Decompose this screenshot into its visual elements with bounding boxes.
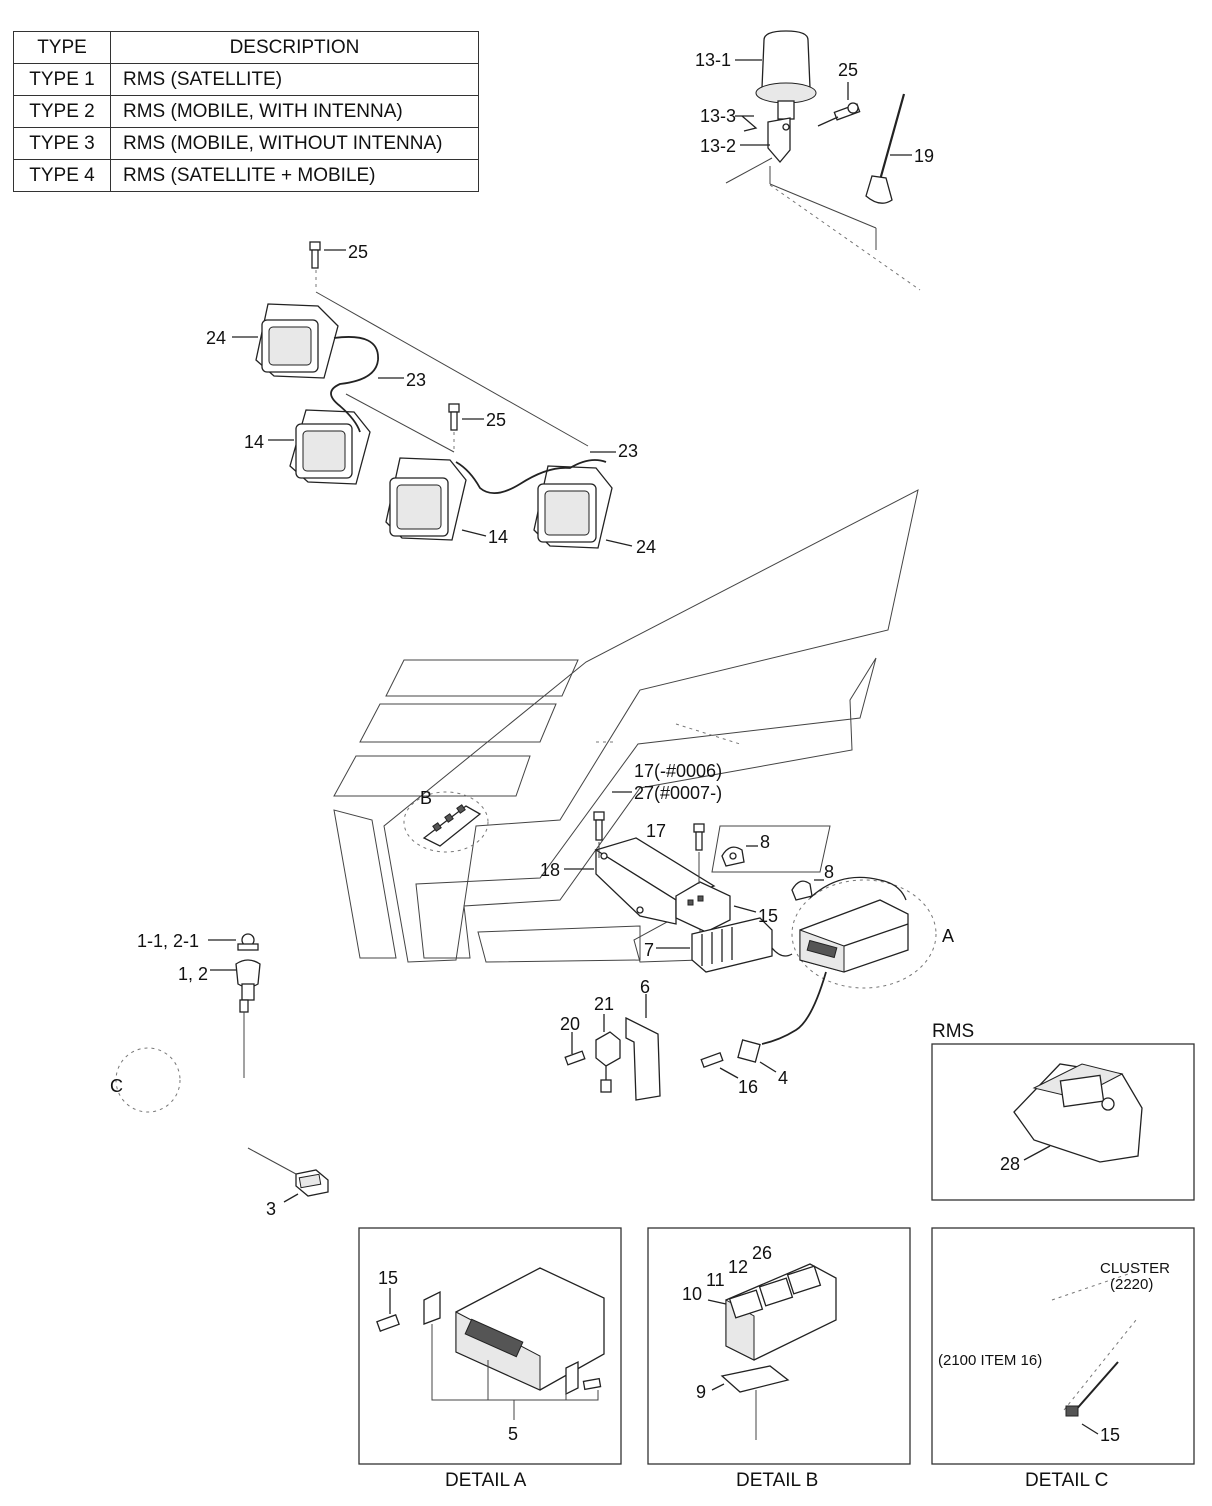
detail-b-callout-26: 26	[752, 1243, 772, 1263]
relay-21-bracket-6	[564, 994, 661, 1101]
callout-24-bottom: 24	[636, 537, 656, 557]
table-row: TYPE 4 RMS (SATELLITE + MOBILE)	[13, 159, 479, 192]
callout-b: B	[420, 788, 432, 808]
callout-20: 20	[560, 1014, 580, 1034]
callout-19: 19	[914, 146, 934, 166]
detail-b-panel	[647, 1227, 911, 1465]
table-row: TYPE 1 RMS (SATELLITE)	[13, 63, 479, 96]
callout-7: 7	[644, 940, 654, 960]
callout-8-right: 8	[824, 862, 834, 882]
callout-c: C	[110, 1076, 123, 1096]
detail-b-callout-11: 11	[706, 1270, 725, 1290]
callout-13-2: 13-2	[700, 136, 736, 156]
callout-25-mid: 25	[486, 410, 506, 430]
description-cell: RMS (MOBILE, WITH INTENNA)	[110, 95, 479, 128]
work-lamp-24-right	[533, 465, 633, 549]
type-table: TYPE DESCRIPTION TYPE 1 RMS (SATELLITE) …	[13, 31, 479, 192]
callout-1-1-2-1: 1-1, 2-1	[137, 931, 199, 951]
callout-15: 15	[758, 906, 778, 926]
detail-c-panel	[931, 1227, 1195, 1465]
table-row: TYPE 2 RMS (MOBILE, WITH INTENNA)	[13, 95, 479, 128]
callout-6: 6	[640, 977, 650, 997]
rms-panel-title: RMS	[932, 1021, 974, 1042]
callout-18: 18	[540, 860, 560, 880]
callout-14-left: 14	[244, 432, 264, 452]
detail-b-callout-12: 12	[728, 1257, 748, 1277]
callout-23-top: 23	[406, 370, 426, 390]
callout-24-top: 24	[206, 328, 226, 348]
detail-b-caption: DETAIL B	[736, 1470, 818, 1491]
callout-13-3: 13-3	[700, 106, 736, 126]
callout-28: 28	[1000, 1154, 1020, 1174]
antenna-bolt	[817, 82, 861, 127]
detail-c-marker	[115, 1047, 181, 1113]
bolts-17-27	[593, 791, 705, 884]
detail-b-callout-9: 9	[696, 1382, 706, 1402]
detail-a-callout-5: 5	[508, 1424, 518, 1444]
callout-27-note: 27(#0007-)	[634, 783, 722, 803]
rms-panel	[931, 1043, 1195, 1201]
cable-4	[700, 971, 827, 1079]
callout-16: 16	[738, 1077, 758, 1097]
antenna	[865, 93, 912, 204]
description-cell: RMS (SATELLITE)	[110, 63, 479, 96]
type-cell: TYPE 3	[13, 127, 111, 160]
header-type: TYPE	[13, 31, 111, 64]
callout-21: 21	[594, 994, 614, 1014]
detail-c-2220-label: (2220)	[1110, 1276, 1153, 1293]
description-cell: RMS (MOBILE, WITHOUT INTENNA)	[110, 127, 479, 160]
callout-14-bottom: 14	[488, 527, 508, 547]
callout-25-left: 25	[348, 242, 368, 262]
callout-13-1: 13-1	[695, 50, 731, 70]
detail-a-caption: DETAIL A	[445, 1470, 527, 1491]
table-row: TYPE 3 RMS (MOBILE, WITHOUT INTENNA)	[13, 127, 479, 160]
beacon-lamp-assembly	[735, 30, 817, 164]
key-switch	[208, 933, 261, 1078]
detail-a-panel	[358, 1227, 622, 1465]
switch-panel-b	[403, 791, 489, 853]
callout-4: 4	[778, 1068, 788, 1088]
header-description: DESCRIPTION	[110, 31, 479, 64]
relay-module-7	[656, 917, 793, 973]
callout-1-2: 1, 2	[178, 964, 208, 984]
detail-c-callout-15: 15	[1100, 1425, 1120, 1445]
detail-c-cluster-label: CLUSTER	[1100, 1260, 1170, 1277]
control-box-15	[675, 881, 757, 933]
callout-a: A	[942, 926, 954, 946]
cab-frame-outline	[333, 489, 919, 963]
mounting-bracket-18	[564, 837, 716, 925]
detail-c-2100-label: (2100 ITEM 16)	[938, 1352, 1042, 1369]
callout-3: 3	[266, 1199, 276, 1219]
lamp-bolts-25	[309, 241, 589, 453]
type-table-header-row: TYPE DESCRIPTION	[13, 31, 479, 64]
callout-23-right: 23	[618, 441, 638, 461]
work-lamp-14-bottom	[385, 457, 487, 541]
cab-roof-outline	[725, 157, 921, 291]
work-lamp-24-top	[232, 303, 339, 379]
detail-b-callout-10: 10	[682, 1284, 702, 1304]
rms-unit-a	[791, 876, 937, 989]
detail-a-callout-15: 15	[378, 1268, 398, 1288]
callout-8-top: 8	[760, 832, 770, 852]
clamps-8	[721, 845, 824, 901]
harness-23	[330, 336, 616, 494]
type-cell: TYPE 4	[13, 159, 111, 192]
work-lamp-14-left	[268, 409, 371, 485]
callout-17-note: 17(-#0006)	[634, 761, 722, 781]
description-cell: RMS (SATELLITE + MOBILE)	[110, 159, 479, 192]
detail-c-caption: DETAIL C	[1025, 1470, 1108, 1491]
callout-25-top: 25	[838, 60, 858, 80]
connector-3	[247, 1147, 329, 1203]
callout-17: 17	[646, 821, 666, 841]
